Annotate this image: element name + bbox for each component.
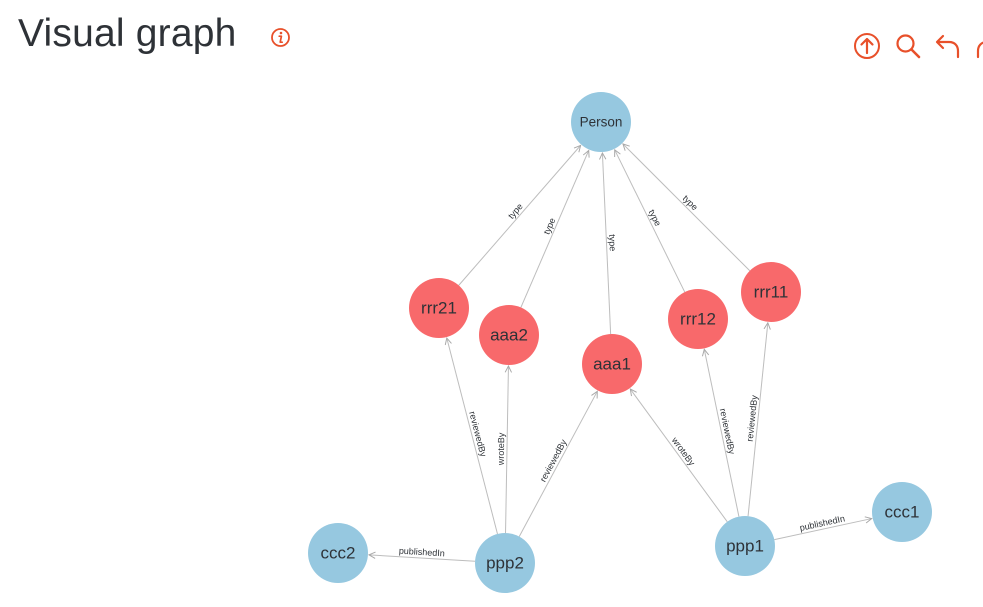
page-title: Visual graph [18,12,237,55]
node-label: ccc2 [321,544,356,563]
node-circle[interactable] [409,278,469,338]
graph-edge[interactable] [747,323,768,517]
edge-label: type [542,216,558,236]
node-circle[interactable] [582,334,642,394]
graph-edge[interactable] [774,519,871,541]
graph-node-aaa1[interactable]: aaa1 [582,334,642,394]
graph-edge[interactable] [704,349,740,517]
node-circle[interactable] [668,289,728,349]
graph-node-rrr12[interactable]: rrr12 [668,289,728,349]
edge-label: type [681,193,700,212]
node-circle[interactable] [872,482,932,542]
edge-label: reviewedBy [745,394,760,442]
node-label: Person [580,115,623,130]
edge-label: type [506,201,525,220]
redo-icon[interactable] [974,32,983,60]
node-label: ppp2 [486,554,524,573]
graph-toolbar [843,32,983,60]
search-icon[interactable] [894,32,922,60]
edge-label: type [607,234,618,251]
graph-edge[interactable] [520,150,589,308]
graph-node-rrr11[interactable]: rrr11 [741,262,801,322]
node-label: ccc1 [885,503,920,522]
edge-label: type [647,208,663,228]
edge-label: reviewedBy [718,407,737,455]
edge-label: reviewedBy [467,410,488,458]
edge-label: publishedIn [399,546,446,559]
node-circle[interactable] [308,523,368,583]
node-circle[interactable] [741,262,801,322]
node-label: rrr21 [421,299,457,318]
node-label: rrr12 [680,310,716,329]
graph-edge[interactable] [623,144,751,272]
graph-node-ppp2[interactable]: ppp2 [475,533,535,593]
graph-edge[interactable] [518,391,597,537]
edge-label: wroteBy [669,435,697,468]
node-circle[interactable] [715,516,775,576]
graph-edge[interactable] [506,366,509,534]
graph-edge[interactable] [369,555,476,562]
node-label: aaa2 [490,326,528,345]
edge-label: reviewedBy [538,437,569,483]
node-label: aaa1 [593,355,631,374]
graph-node-aaa2[interactable]: aaa2 [479,305,539,365]
edge-label: publishedIn [799,513,846,533]
edge-label: wroteBy [496,432,507,466]
node-circle[interactable] [571,92,631,152]
info-icon[interactable] [270,27,291,48]
graph-edge[interactable] [602,153,612,335]
graph-node-ccc1[interactable]: ccc1 [872,482,932,542]
graph-node-ppp1[interactable]: ppp1 [715,516,775,576]
node-label: rrr11 [754,283,789,302]
upload-icon[interactable] [853,32,881,60]
node-circle[interactable] [479,305,539,365]
graph-edge[interactable] [615,150,686,293]
graph-edge[interactable] [630,389,728,523]
graph-node-rrr21[interactable]: rrr21 [409,278,469,338]
undo-icon[interactable] [934,32,962,60]
graph-edge[interactable] [458,145,581,286]
node-circle[interactable] [475,533,535,593]
node-label: ppp1 [726,537,764,556]
graph-node-person[interactable]: Person [571,92,631,152]
graph-edge[interactable] [447,338,498,535]
graph-node-ccc2[interactable]: ccc2 [308,523,368,583]
